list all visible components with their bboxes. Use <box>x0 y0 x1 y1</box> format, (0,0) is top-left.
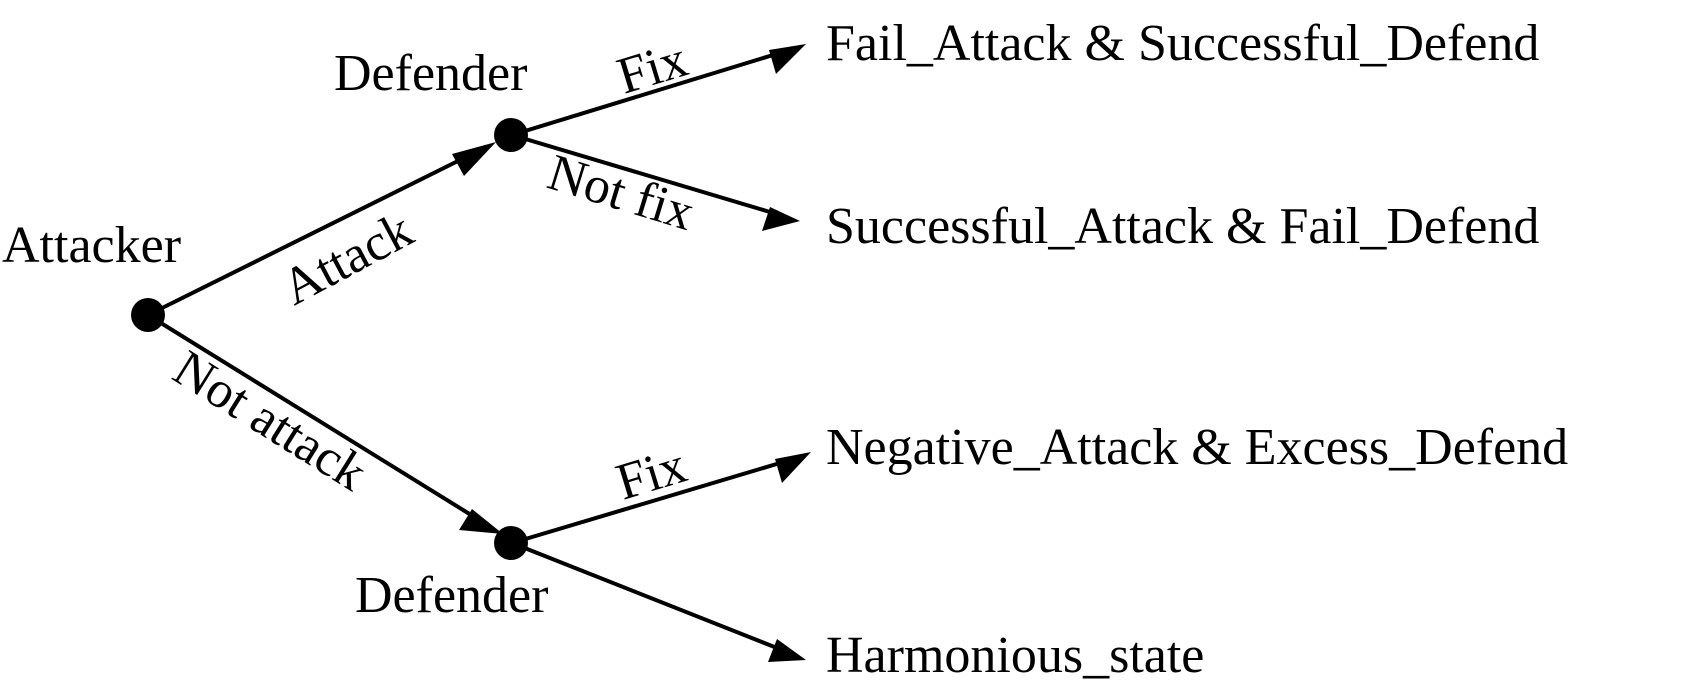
defender-bottom-label: Defender <box>355 567 548 624</box>
not-fix-edge-arrowhead <box>762 207 800 231</box>
fix-bottom-edge <box>511 461 781 545</box>
outcome-1-label: Fail_Attack & Successful_Defend <box>826 15 1539 72</box>
attack-edge-arrowhead <box>452 142 496 176</box>
fix-top-edge-arrowhead <box>769 44 806 74</box>
fix-top-edge <box>511 53 774 137</box>
harmonious-edge-arrowhead <box>768 639 806 662</box>
not-attack-action-label: Not attack <box>164 340 377 502</box>
not-attack-edge-arrowhead <box>459 509 503 534</box>
defender-top-label: Defender <box>334 45 527 102</box>
outcome-2-label: Successful_Attack & Fail_Defend <box>826 198 1539 255</box>
defender-bottom-node <box>494 526 528 560</box>
fix-bottom-action-label: Fix <box>610 437 693 512</box>
outcome-3-label: Negative_Attack & Excess_Defend <box>826 419 1568 476</box>
attacker-label: Attacker <box>2 217 181 274</box>
attacker-node <box>131 298 165 332</box>
attack-action-label: Attack <box>273 201 422 316</box>
not-attack-edge <box>146 313 478 520</box>
fix-top-action-label: Fix <box>611 31 694 106</box>
harmonious-edge <box>511 541 778 650</box>
not-fix-edge <box>511 133 771 214</box>
not-fix-action-label: Not fix <box>541 144 700 242</box>
fix-bottom-edge-arrowhead <box>775 452 811 483</box>
attack-edge <box>147 154 469 317</box>
defender-top-node <box>494 118 528 152</box>
outcome-4-label: Harmonious_state <box>826 627 1204 684</box>
